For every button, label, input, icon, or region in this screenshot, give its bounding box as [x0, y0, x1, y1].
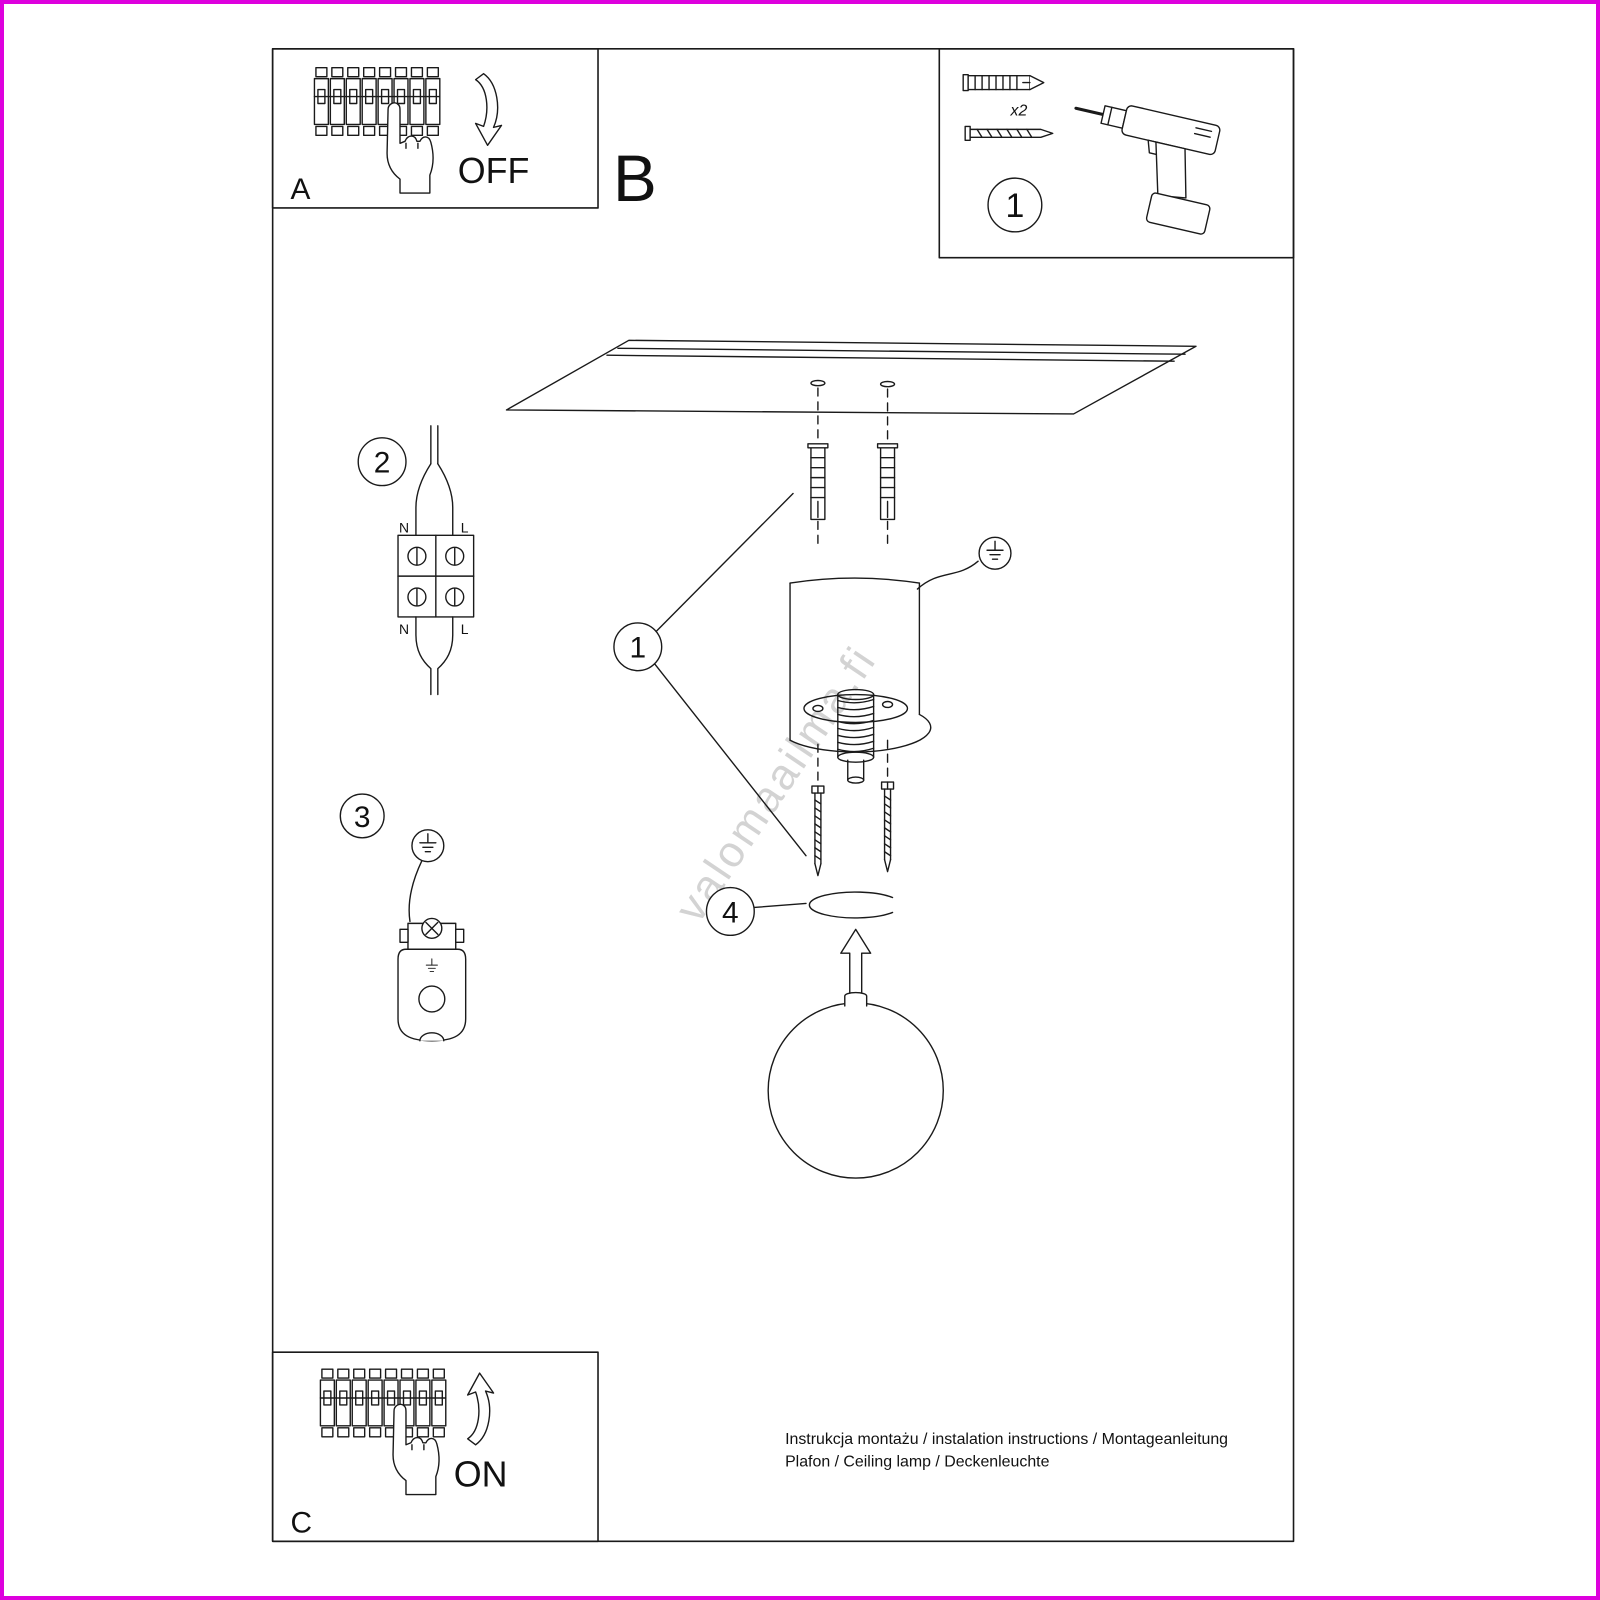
anchor-quantity: x2	[1009, 102, 1027, 119]
ceiling-panel	[505, 339, 1197, 415]
panel-c: ON C	[291, 1369, 508, 1539]
wall-anchor-left-icon	[807, 443, 829, 521]
assembly-diagram: 1 4	[505, 339, 1197, 1179]
footer-line1: Instrukcja montażu / instalation instruc…	[785, 1431, 1228, 1448]
tool-panel: x2 1	[962, 73, 1221, 235]
lamp-socket	[837, 688, 875, 784]
wiring-diagram: 2 N L N L	[357, 425, 475, 696]
terminal-label-bottom-l: L	[461, 621, 469, 637]
mounting-screw-left-icon	[811, 785, 825, 877]
power-off-label: OFF	[458, 151, 530, 191]
step-circle-anchors: 1	[613, 492, 807, 857]
terminal-label-top-n: N	[399, 519, 409, 535]
instruction-art: valomaailma.fi OFF A B	[271, 47, 1295, 1543]
step-circle-wiring: 2	[357, 437, 407, 487]
step-circle-ring: 4	[705, 886, 807, 937]
tool-step-circle: 1	[987, 177, 1043, 233]
screw-icon	[964, 125, 1054, 142]
glass-globe	[767, 991, 944, 1179]
panel-c-frame	[271, 1351, 599, 1543]
step-number-wiring: 2	[374, 447, 391, 480]
tool-step-number: 1	[1006, 187, 1025, 225]
tool-panel-frame	[938, 47, 1295, 259]
arrow-curve-down-icon	[474, 72, 503, 146]
panel-c-label: C	[291, 1506, 313, 1539]
step-number-ground: 3	[354, 801, 371, 834]
power-on-label: ON	[454, 1455, 508, 1495]
panel-a: OFF A	[291, 68, 530, 206]
panel-a-frame	[271, 47, 599, 209]
retaining-ring-icon	[808, 891, 894, 919]
footer: Instrukcja montażu / instalation instruc…	[785, 1431, 1228, 1471]
terminal-label-bottom-n: N	[399, 621, 409, 637]
wall-anchor-right-icon	[876, 443, 899, 521]
arrow-curve-up-icon	[466, 1372, 495, 1446]
mounting-plate	[397, 948, 467, 1042]
breaker-panel-icon	[314, 68, 439, 136]
watermark: valomaailma.fi	[666, 637, 886, 931]
section-b-label: B	[613, 142, 657, 215]
ground-wire	[916, 536, 1012, 590]
step-number-ring: 4	[722, 896, 739, 929]
drill-icon	[1074, 105, 1221, 235]
panel-a-label: A	[291, 173, 311, 206]
mounting-screw-right-icon	[880, 781, 895, 873]
main-frame	[271, 47, 1295, 1543]
ground-terminal	[399, 917, 465, 950]
step-number-anchors: 1	[630, 632, 647, 665]
terminal-block	[397, 534, 475, 618]
footer-line2: Plafon / Ceiling lamp / Deckenleuchte	[785, 1454, 1050, 1471]
terminal-label-top-l: L	[461, 519, 469, 535]
step-circle-ground: 3	[339, 793, 385, 839]
breaker-panel-icon-c	[320, 1369, 445, 1437]
lamp-canopy	[789, 577, 932, 784]
arrow-up-icon	[840, 928, 872, 994]
ground-diagram: 3	[339, 793, 467, 1042]
wall-plug-icon	[962, 73, 1045, 92]
